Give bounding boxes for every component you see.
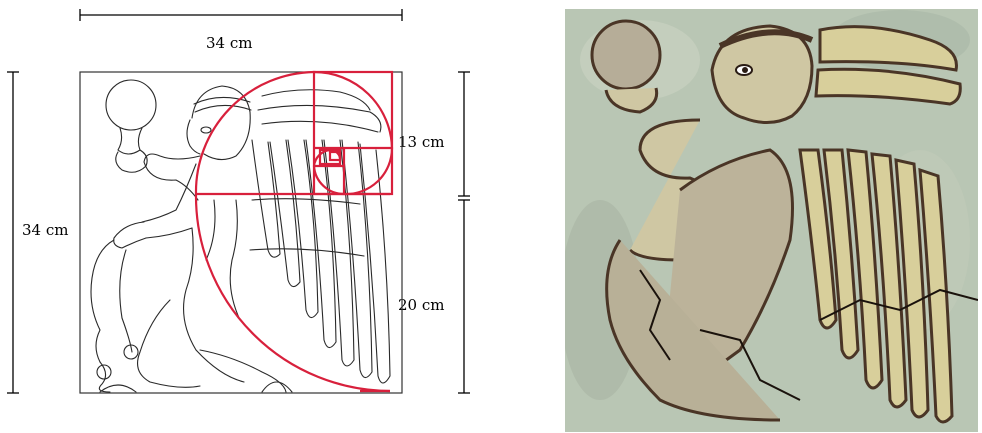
winged-figure-line-art bbox=[91, 80, 292, 392]
width-dimension bbox=[80, 9, 402, 21]
relief-photograph bbox=[560, 9, 978, 432]
lower-segment-dimension bbox=[458, 200, 470, 393]
lower-segment-label: 20 cm bbox=[398, 296, 444, 314]
height-dimension bbox=[7, 72, 19, 393]
height-label: 34 cm bbox=[22, 221, 68, 239]
wing-feathers-line-art bbox=[250, 90, 390, 383]
width-label: 34 cm bbox=[206, 34, 252, 52]
golden-spiral bbox=[196, 72, 392, 391]
upper-segment-label: 13 cm bbox=[398, 133, 444, 151]
golden-ratio-overlay bbox=[195, 72, 392, 391]
upper-segment-dimension bbox=[458, 72, 470, 196]
line-drawing-panel: 34 cm 34 cm 13 cm 20 cm bbox=[7, 9, 470, 393]
